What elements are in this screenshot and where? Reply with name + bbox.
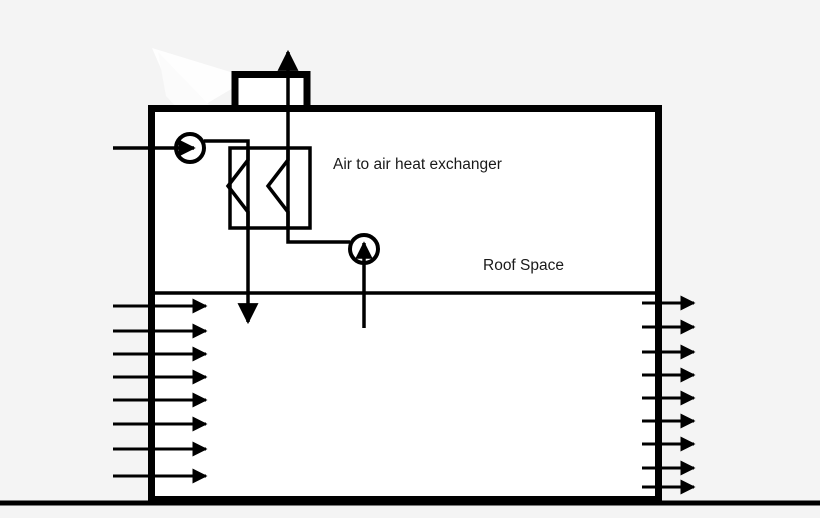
extract-duct-to-exchanger: [286, 148, 350, 244]
air-to-air-heat-exchanger: [225, 146, 312, 230]
roof-space-label: Roof Space: [483, 257, 564, 274]
roof-stack-interior: [235, 74, 307, 106]
heat-exchanger-zigzag-supply: [225, 150, 250, 228]
heat-exchanger-label: Air to air heat exchanger: [333, 156, 502, 173]
right-outflow-arrows: [642, 295, 696, 495]
supply-duct-upper: [204, 139, 250, 230]
heat-exchanger-zigzag-extract: [265, 150, 290, 228]
supply-fan: [174, 132, 206, 164]
building-envelope: [148, 105, 662, 503]
left-inflow-arrows: [113, 298, 208, 484]
roof-stack: [231, 71, 311, 106]
extract-fan: [348, 233, 380, 265]
